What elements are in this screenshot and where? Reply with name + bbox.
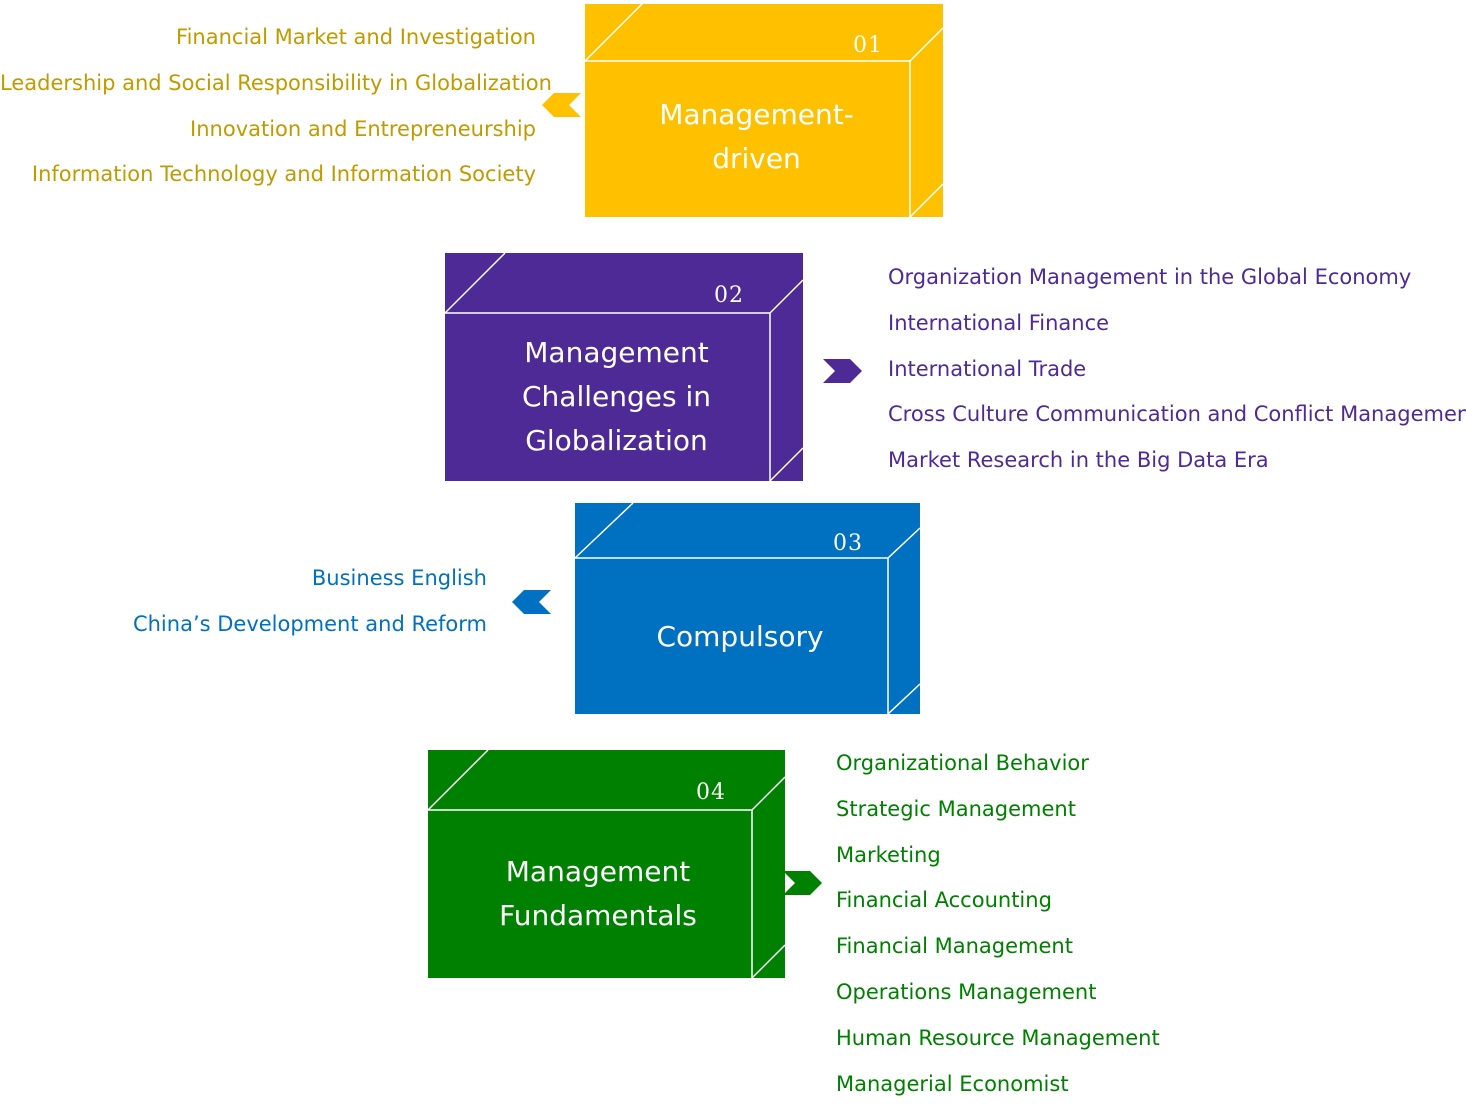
list-item: Financial Accounting xyxy=(836,888,1052,913)
list-item: Information Technology and Information S… xyxy=(31,162,536,187)
module-03-number: 03 xyxy=(833,531,863,556)
list-item: International Finance xyxy=(888,310,1110,335)
module-04-chevron-right-icon xyxy=(783,871,822,895)
module-01-box xyxy=(584,3,944,218)
list-item: Cross Culture Communication and Conflict… xyxy=(888,402,1466,427)
list-item: Financial Management xyxy=(836,934,1073,959)
module-04-course-list: Organizational Behavior Strategic Manage… xyxy=(836,741,1160,1107)
module-03-fill xyxy=(575,503,920,714)
module-04-fill xyxy=(428,750,785,978)
module-04-box xyxy=(427,749,786,979)
module-01-fill xyxy=(585,4,943,217)
module-01-title-text: Management-driven xyxy=(659,98,854,175)
module-01-chevron-left-icon xyxy=(542,93,581,117)
list-item: Leadership and Social Responsibility in … xyxy=(0,70,552,95)
list-item: Strategic Management xyxy=(836,796,1076,821)
module-01-number: 01 xyxy=(853,33,883,58)
list-item: Organization Management in the Global Ec… xyxy=(888,265,1412,289)
module-02-chevron-right-icon xyxy=(823,359,862,383)
list-item: Operations Management xyxy=(836,979,1097,1004)
module-02-number: 02 xyxy=(714,283,744,308)
module-01-title: Management-driven xyxy=(585,61,928,213)
module-03-chevron-left-icon xyxy=(512,590,551,614)
list-item: China’s Development and Reform xyxy=(132,611,487,636)
list-item: Financial Market and Investigation xyxy=(176,25,536,49)
list-item: Business English xyxy=(311,566,487,590)
list-item: Human Resource Management xyxy=(836,1025,1160,1050)
module-02-box xyxy=(444,252,804,482)
module-04-number: 04 xyxy=(696,780,726,805)
module-03-box xyxy=(574,502,921,715)
list-item: International Trade xyxy=(888,356,1087,381)
list-item: Innovation and Entrepreneurship xyxy=(190,116,536,141)
module-03-title: Compulsory xyxy=(575,560,905,714)
module-03-title-text: Compulsory xyxy=(656,620,824,653)
list-item: Market Research in the Big Data Era xyxy=(888,448,1269,473)
list-item: Organizational Behavior xyxy=(836,751,1089,775)
module-03-course-list: Business English China’s Development and… xyxy=(0,556,487,648)
list-item: Marketing xyxy=(836,842,941,867)
module-02-course-list: Organization Management in the Global Ec… xyxy=(888,255,1466,484)
module-01-course-list: Financial Market and Investigation Leade… xyxy=(0,15,552,198)
module-02-fill xyxy=(445,253,803,481)
list-item: Managerial Economist xyxy=(836,1071,1069,1096)
